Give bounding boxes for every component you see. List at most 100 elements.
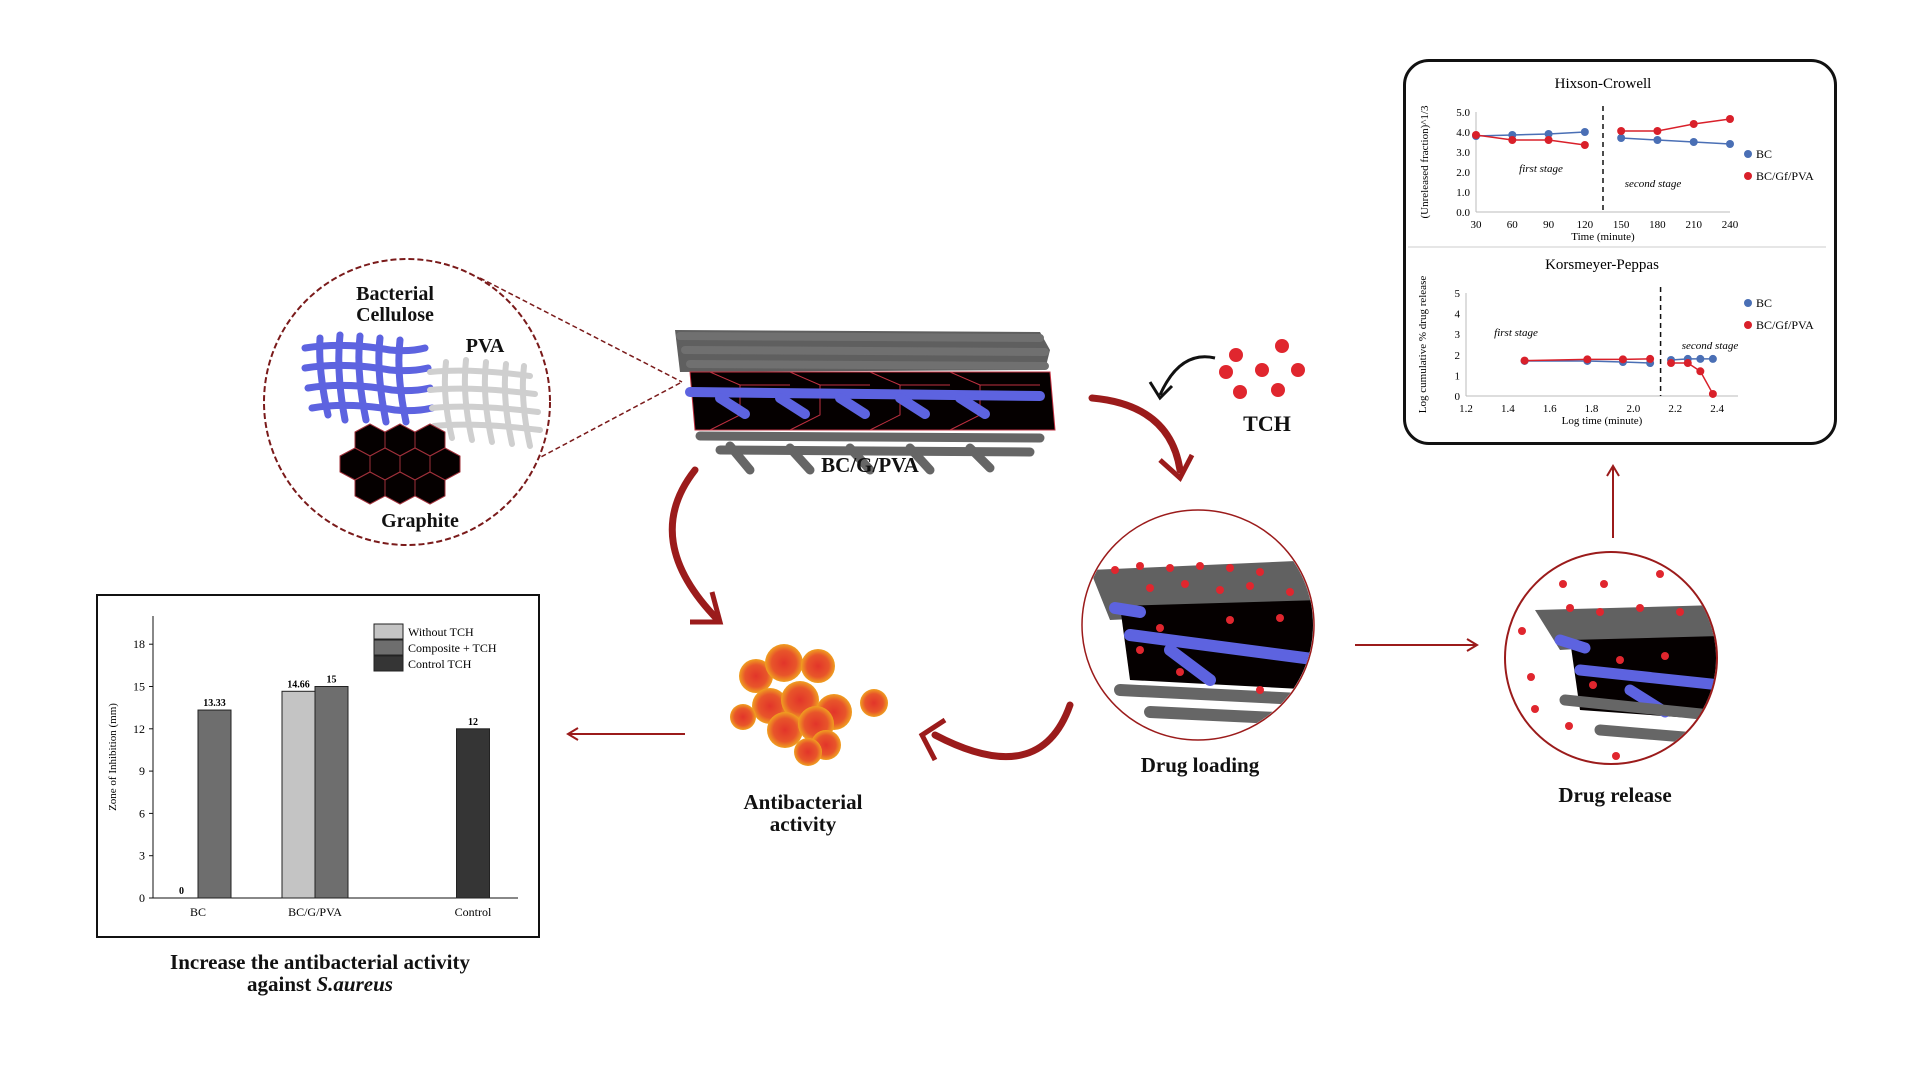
legend-label: Without TCH [408,625,474,639]
data-point [1544,130,1553,138]
x-tick-label: BC/G/PVA [288,905,342,919]
annotation-second-stage: second stage [1682,340,1739,352]
data-point [1696,367,1705,376]
data-point [1726,115,1734,123]
y-tick-label: 2.0 [1456,167,1470,179]
data-point [1618,355,1627,364]
bar [456,728,490,899]
label-graphite: Graphite [381,510,459,532]
data-point [1583,355,1592,364]
series-line-0 [1621,137,1731,145]
arrow-head-up-icon [1606,464,1620,477]
caption-line-1: Increase the antibacterial activity [170,950,470,974]
legend-marker [1744,172,1752,180]
caption-prefix: against [247,972,317,997]
components-circle [263,258,551,546]
legend-marker [1744,321,1752,329]
data-point [1617,127,1626,135]
caption-line-2: against S.aureus [120,973,520,995]
caption-species: S.aureus [316,972,393,997]
curved-arrow-to-antibacterial-icon [668,466,722,624]
y-tick-label: 18 [133,637,145,651]
pva-mesh-icon [427,357,543,449]
bar-data-label: 15 [327,675,337,686]
bar-data-label: 13.33 [203,698,226,709]
drug-release-circle [1504,551,1718,765]
y-tick-label: 3 [139,849,145,863]
bacterial-cellulose-mesh-icon [301,331,436,426]
data-point [1653,136,1662,144]
data-point [1726,140,1734,148]
chart-title: Hixson-Crowell [1555,76,1652,92]
data-point [1646,354,1655,363]
curved-arrow-loading-to-antibacterial-icon [931,701,1074,760]
x-tick-label: 120 [1577,219,1594,231]
label-drug-loading: Drug loading [1140,753,1260,777]
x-tick-label: 2.4 [1710,403,1724,415]
composite-structure-icon [675,330,1056,475]
drug-loading-circle [1081,509,1315,741]
legend-label: Composite + TCH [408,641,497,655]
y-tick-label: 3.0 [1456,147,1470,159]
bar [197,709,232,899]
legend-label: BC/Gf/PVA [1756,318,1814,332]
curved-arrow-head-2-icon [690,591,724,625]
legend-label: Control TCH [408,657,472,671]
bar [314,686,349,899]
legend-marker [1744,299,1752,307]
data-point [1696,354,1705,363]
y-tick-label: 0 [1455,391,1461,403]
bar-data-label: 14.66 [287,679,310,690]
arrow-head-left-icon [566,727,579,741]
tch-arrow-head-icon [1148,381,1174,401]
x-tick-label: 2.2 [1668,403,1682,415]
x-tick-label: 1.6 [1543,403,1557,415]
y-tick-label: 4 [1455,309,1461,321]
label-antibacterial-activity: Antibacterial activity [743,790,863,837]
legend-label: BC [1756,296,1772,310]
series-line-0 [1475,131,1585,137]
y-tick-label: 9 [139,764,145,778]
data-point [1580,128,1589,136]
legend-swatch [373,623,404,640]
data-point [1520,356,1529,365]
zoom-line-top [479,277,683,383]
tch-arrow-icon [1158,355,1216,396]
arrow-head-right-icon [1466,638,1479,652]
y-axis-label: Zone of Inhibition (mm) [107,703,119,811]
caption-antibacterial: Increase the antibacterial activity agai… [120,951,520,995]
x-tick-label: 60 [1507,219,1519,231]
annotation-first-stage: first stage [1494,327,1538,339]
kinetics-panel [1403,59,1837,445]
y-tick-label: 5 [1455,288,1461,300]
data-point [1667,359,1676,368]
x-tick-label: 2.0 [1627,403,1641,415]
data-point [1708,354,1717,363]
legend-label: BC/Gf/PVA [1756,169,1814,183]
series-line-1 [1621,118,1731,132]
bar [281,690,316,899]
data-point [1617,134,1626,142]
data-point [1508,136,1517,144]
y-tick-label: 15 [133,680,145,694]
y-tick-label: 2 [1455,350,1461,362]
y-tick-label: 1.0 [1456,187,1470,199]
x-tick-label: 90 [1543,219,1555,231]
x-axis-label: Time (minute) [1571,231,1635,243]
x-tick-label: 210 [1685,219,1702,231]
curved-arrow-head-1-icon [1158,453,1195,483]
label-drug-release: Drug release [1558,783,1672,807]
y-tick-label: 6 [139,806,145,820]
x-tick-label: 150 [1613,219,1630,231]
legend-label: BC [1756,147,1772,161]
annotation-first-stage: first stage [1519,163,1563,175]
x-tick-label: Control [455,905,492,919]
label-pva: PVA [465,335,505,357]
label-bacterial-cellulose: Bacterial Cellulose [356,283,434,326]
y-tick-label: 4.0 [1456,127,1470,139]
x-tick-label: 1.8 [1585,403,1599,415]
bar-data-label: 0 [179,886,184,897]
